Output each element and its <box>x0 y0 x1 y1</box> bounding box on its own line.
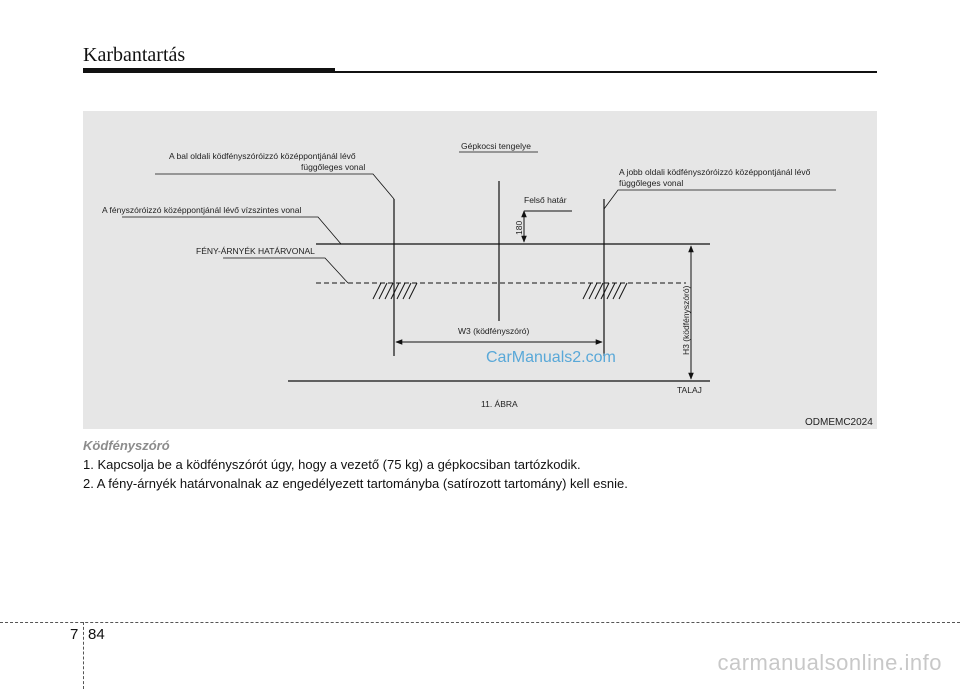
right-vertical-leader <box>603 189 836 210</box>
figure-code: ODMEMC2024 <box>805 417 873 428</box>
left-vertical-label-line2: függőleges vonal <box>301 162 365 172</box>
instruction-line-1: 1. Kapcsolja be a ködfényszórót úgy, hog… <box>83 457 581 472</box>
header-rule-thin <box>335 71 877 73</box>
chapter-number: 7 <box>70 626 79 643</box>
instruction-line-2: 2. A fény-árnyék határvonalnak az engedé… <box>83 476 628 491</box>
dim-180-label: 180 <box>514 221 524 235</box>
footer-dashed-rule <box>0 622 960 623</box>
section-heading: Ködfényszóró <box>83 438 170 453</box>
cutoff-line-label: FÉNY-ÁRNYÉK HATÁRVONAL <box>196 246 315 256</box>
site-watermark: carmanualsonline.info <box>717 650 942 675</box>
right-vertical-label-line2: függőleges vonal <box>619 178 683 188</box>
ground-label: TALAJ <box>677 385 702 395</box>
w3-label: W3 (ködfényszóró) <box>458 326 529 336</box>
fog-light-aiming-figure: 180 Felső határ W3 (ködfényszóró) H3 (kö… <box>83 111 877 429</box>
header-rule-thick <box>83 68 335 73</box>
horizontal-line-label: A fényszóróizzó középpontjánál lévő vízs… <box>102 205 302 215</box>
h3-label: H3 (ködfényszóró) <box>681 285 691 355</box>
right-vertical-label-line1: A jobb oldali ködfényszóróizzó középpont… <box>619 167 811 177</box>
left-vertical-label-line1: A bal oldali ködfényszóróizzó középpontj… <box>169 151 356 161</box>
footer-vertical-dashed-rule <box>83 622 84 689</box>
upper-limit-label: Felső határ <box>524 195 567 205</box>
figure-number-label: 11. ÁBRA <box>481 399 518 409</box>
cutoff-line-leader <box>223 257 349 284</box>
carmanuals-watermark: CarManuals2.com <box>486 349 616 366</box>
page-number: 84 <box>88 626 105 643</box>
page-header-title: Karbantartás <box>83 44 186 66</box>
horizontal-line-leader <box>122 216 342 245</box>
hatch-left <box>372 282 418 300</box>
vehicle-axis-label: Gépkocsi tengelye <box>461 141 531 151</box>
aiming-diagram: 180 Felső határ W3 (ködfényszóró) H3 (kö… <box>102 141 873 428</box>
hatch-right <box>582 282 628 300</box>
left-vertical-leader <box>155 173 395 200</box>
